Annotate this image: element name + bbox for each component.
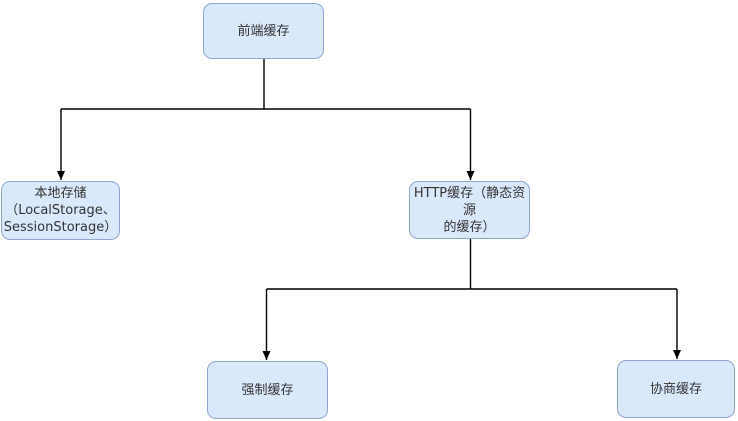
node-negotiated-cache[interactable]: 协商缓存 [617, 360, 735, 418]
node-http-cache[interactable]: HTTP缓存（静态资源 的缓存） [409, 181, 530, 239]
node-frontend-cache-label: 前端缓存 [237, 23, 290, 39]
node-local-storage[interactable]: 本地存储 （LocalStorage、 SessionStorage） [1, 181, 120, 240]
node-frontend-cache[interactable]: 前端缓存 [203, 3, 324, 59]
node-force-cache-label: 强制缓存 [241, 382, 294, 398]
node-force-cache[interactable]: 强制缓存 [207, 361, 328, 419]
node-http-cache-label: HTTP缓存（静态资源 的缓存） [413, 185, 526, 235]
node-negotiated-cache-label: 协商缓存 [649, 381, 702, 397]
node-local-storage-label: 本地存储 （LocalStorage、 SessionStorage） [3, 186, 118, 235]
